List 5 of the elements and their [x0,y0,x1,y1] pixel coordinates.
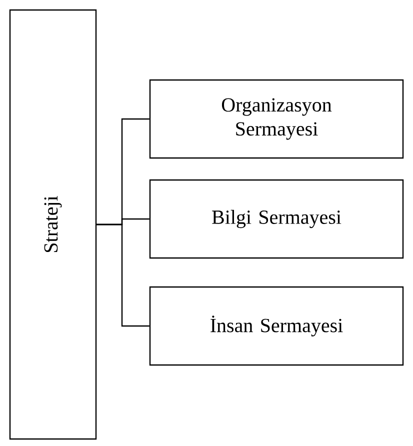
connector [96,224,150,327]
capital-box: Bilgi Sermayesi [149,179,404,259]
capital-box: İnsan Sermayesi [149,286,404,366]
capital-box: Organizasyon Sermayesi [149,79,404,159]
strategy-box: Strateji [9,9,97,440]
